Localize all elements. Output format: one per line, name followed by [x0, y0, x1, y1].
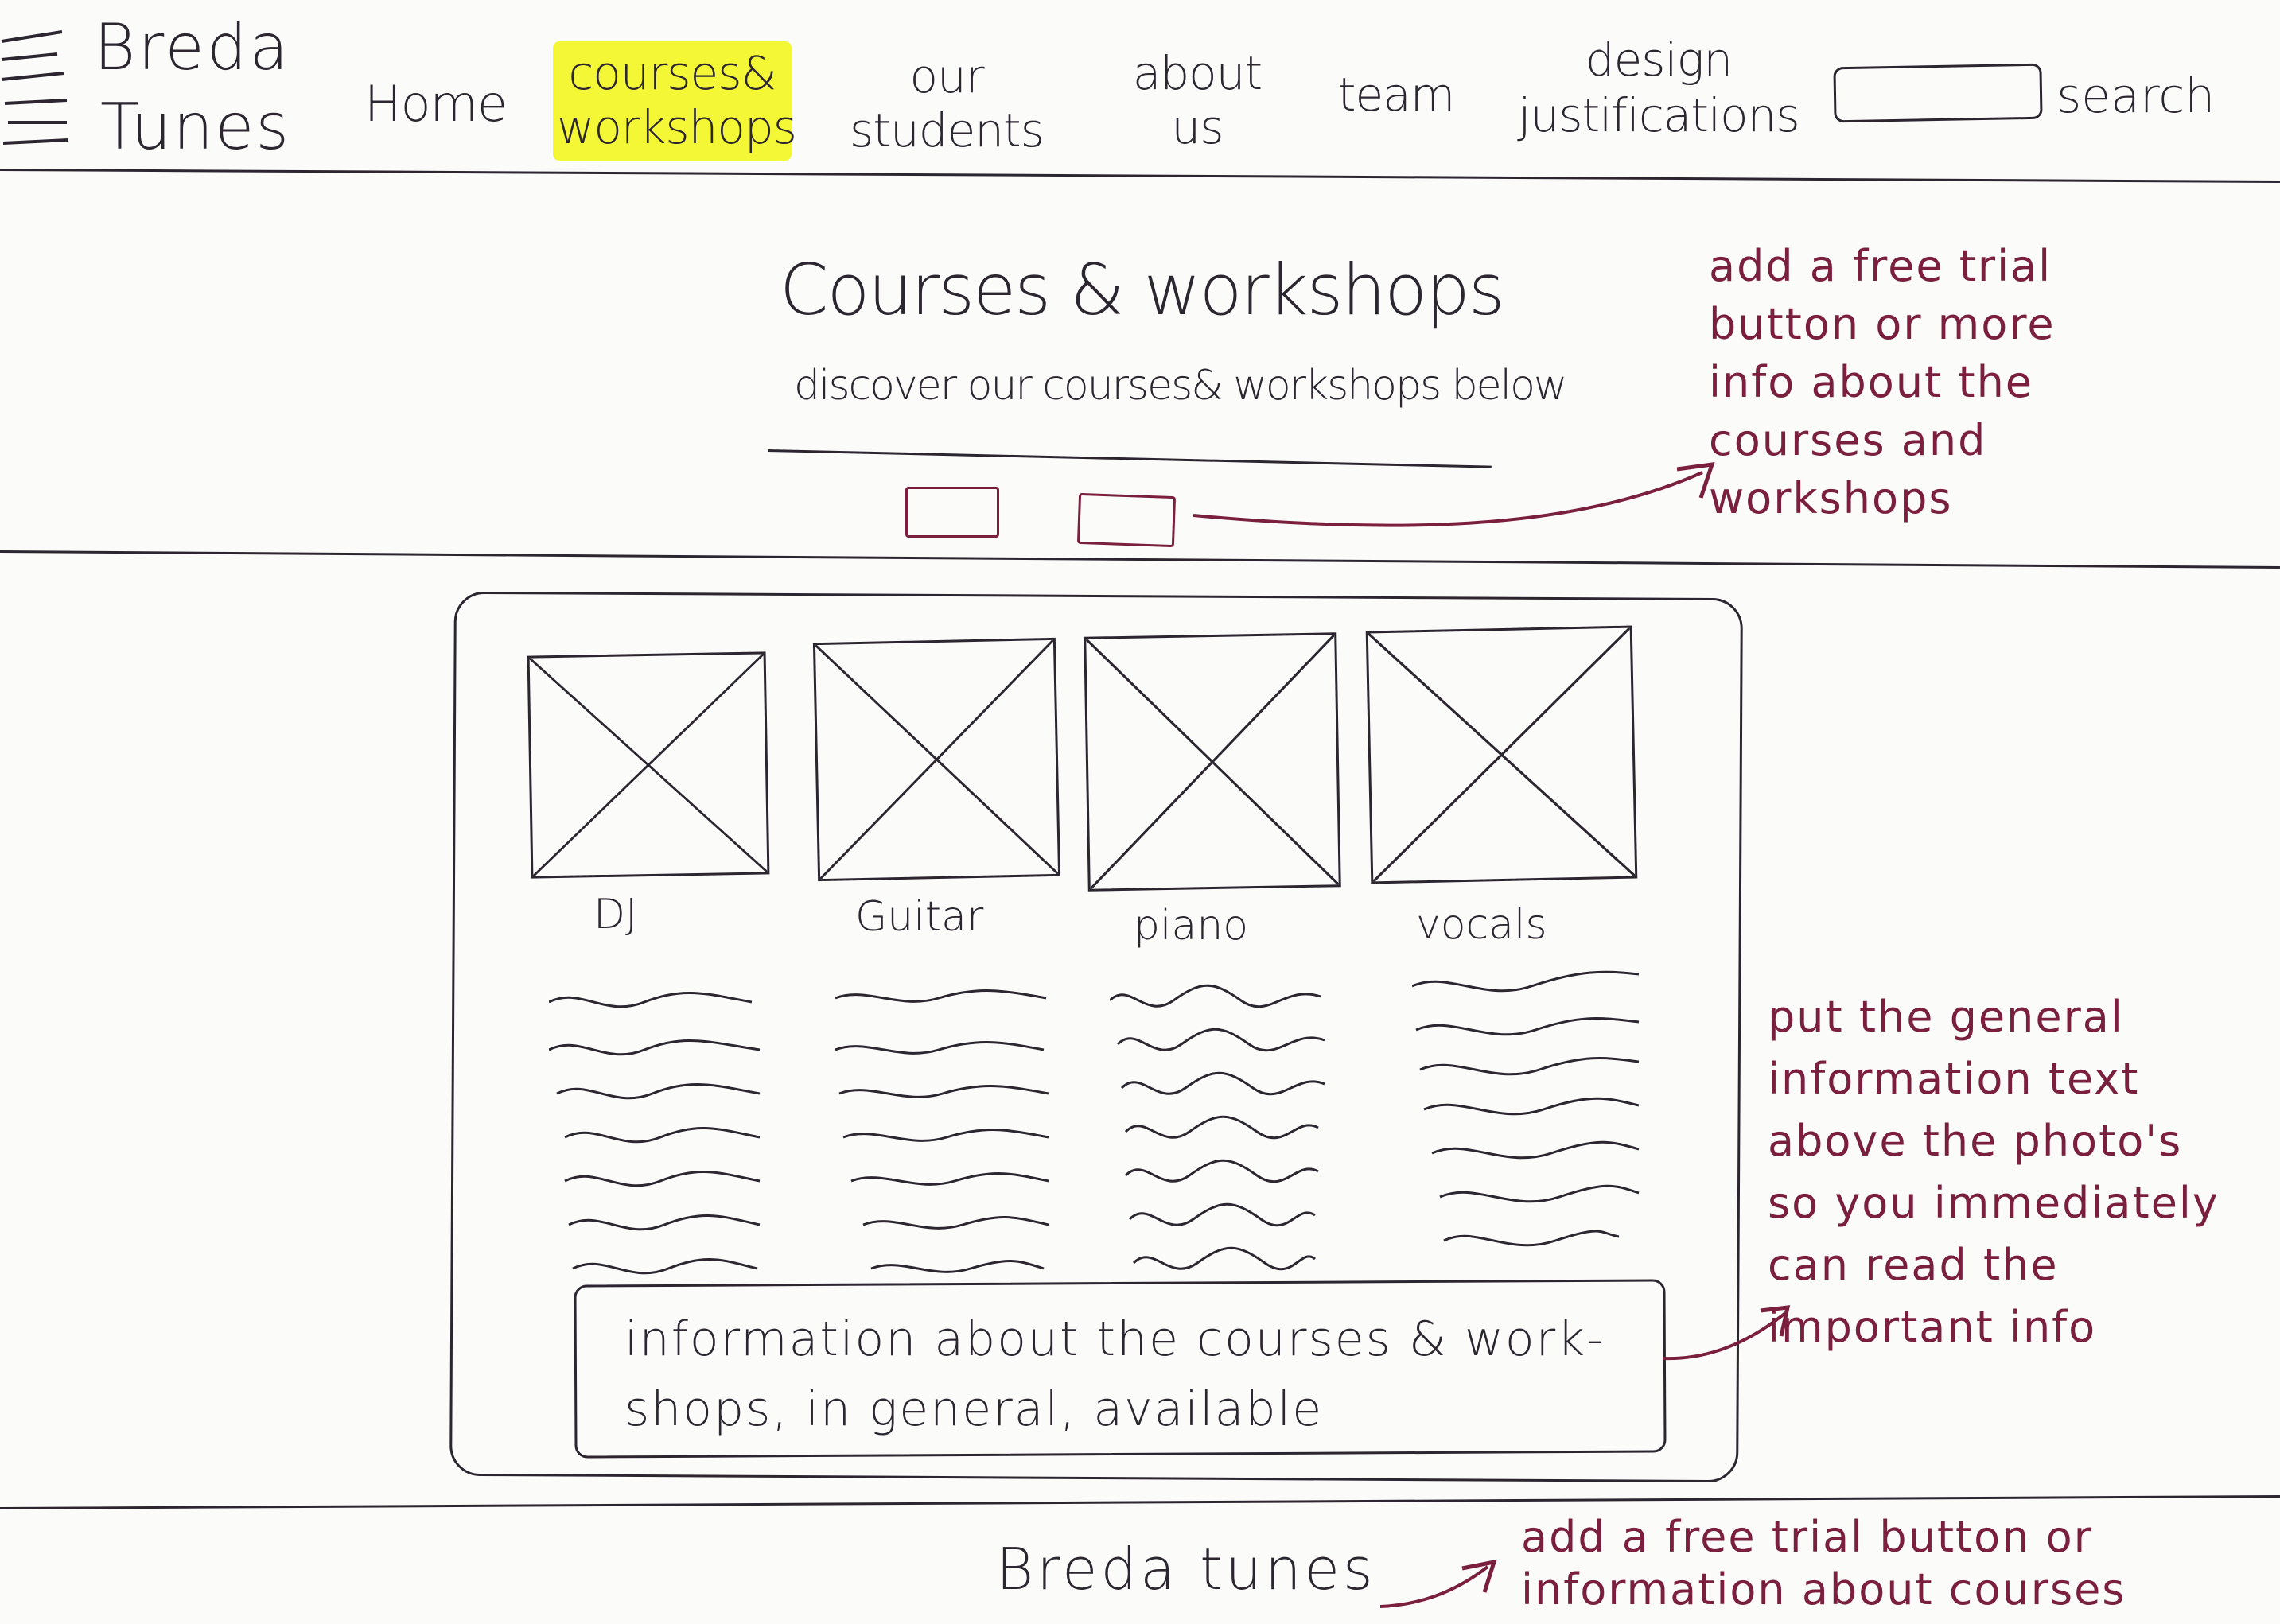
- course-card-piano[interactable]: piano: [1082, 632, 1352, 1295]
- nav-item-design-justifications[interactable]: design justifications: [1518, 33, 1799, 142]
- nav-item-home[interactable]: Home: [364, 75, 508, 133]
- general-info-text: information about the courses & work- sh…: [624, 1311, 1605, 1437]
- hero-button-1[interactable]: [905, 487, 999, 538]
- logo[interactable]: Breda Tunes: [94, 10, 333, 169]
- hamburger-menu-icon[interactable]: [0, 24, 72, 151]
- info-arrow-icon: [1659, 1296, 1802, 1368]
- course-card-dj[interactable]: DJ: [525, 644, 780, 1296]
- courses-annotation-note: put the general information text above t…: [1768, 992, 2220, 1352]
- hero-button-2[interactable]: [1076, 492, 1177, 548]
- course-image-placeholder: [527, 651, 770, 879]
- course-description-text: [1412, 958, 1643, 1261]
- hero-divider: [0, 550, 2280, 569]
- nav-item-team[interactable]: team: [1337, 68, 1455, 122]
- course-card-title: vocals: [1416, 901, 1547, 949]
- course-image-placeholder: [1365, 625, 1638, 884]
- nav-item-courses-workshops-highlight: [553, 41, 792, 161]
- logo-line-2: Tunes: [100, 90, 291, 164]
- footer-brand: Breda tunes: [996, 1536, 1376, 1603]
- course-card-title: Guitar: [855, 893, 984, 941]
- course-description-text: [835, 974, 1058, 1284]
- course-description-text: [549, 978, 764, 1280]
- header-divider: [0, 169, 2280, 184]
- footer-arrow-icon: [1376, 1551, 1504, 1614]
- hero-annotation-note: add a free trial button or more info abo…: [1709, 241, 2056, 523]
- search-label: search: [2056, 68, 2216, 124]
- footer-divider: [0, 1494, 2280, 1509]
- nav-item-about-us[interactable]: about us: [1132, 46, 1263, 154]
- page-subtitle: discover our courses& workshops below: [794, 362, 1567, 410]
- course-card-guitar[interactable]: Guitar: [811, 637, 1066, 1292]
- nav-item-courses-workshops[interactable]: courses& workshops: [557, 46, 797, 154]
- footer-annotation-note: add a free trial button or information a…: [1521, 1512, 2126, 1614]
- search-input[interactable]: [1833, 63, 2043, 123]
- nav-item-our-students[interactable]: our students: [850, 49, 1045, 157]
- course-image-placeholder: [1084, 632, 1341, 892]
- course-description-text: [1110, 977, 1333, 1287]
- course-image-placeholder: [812, 637, 1061, 882]
- course-card-title: DJ: [593, 891, 638, 938]
- logo-line-1: Breda: [94, 10, 291, 84]
- page-title: Courses & workshops: [780, 249, 1505, 331]
- hero-arrow-icon: [1185, 453, 1726, 549]
- course-card-vocals[interactable]: vocals: [1364, 624, 1651, 1292]
- course-card-title: piano: [1134, 902, 1249, 950]
